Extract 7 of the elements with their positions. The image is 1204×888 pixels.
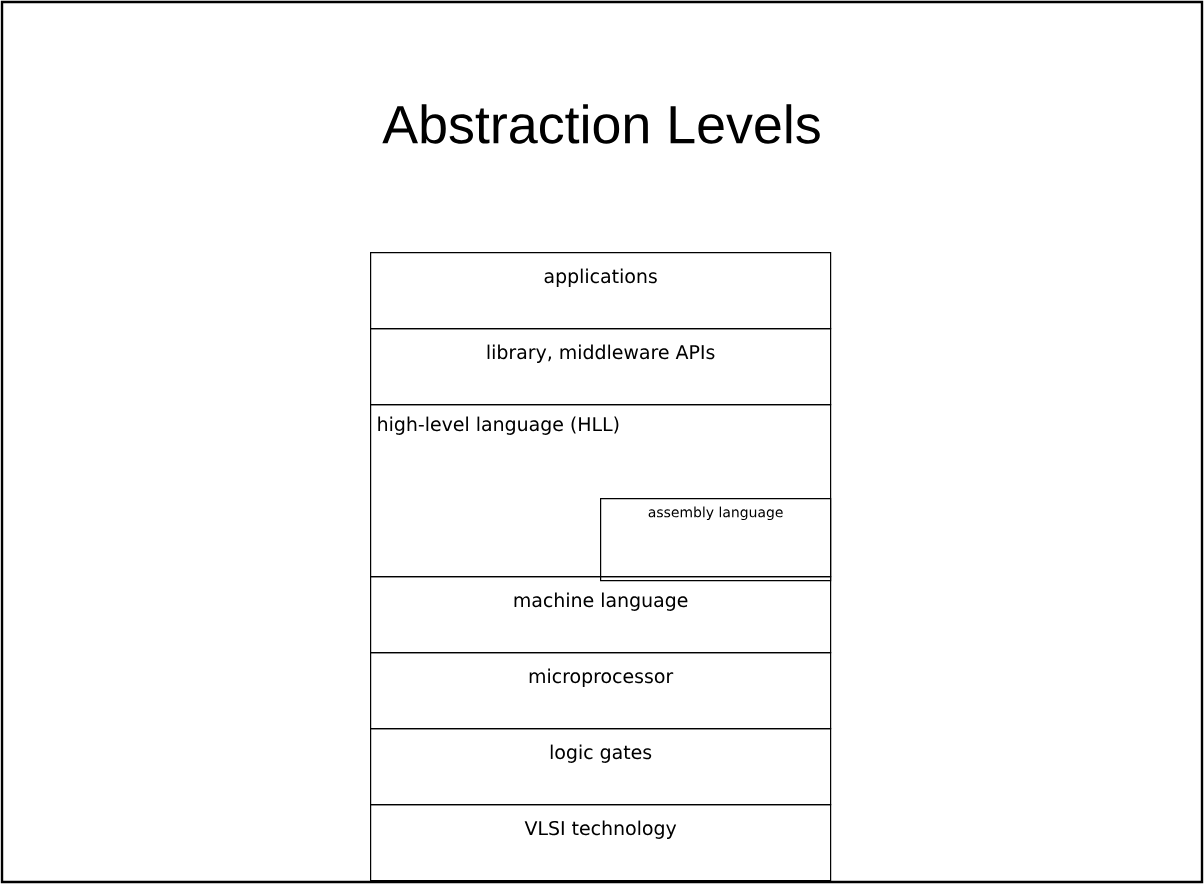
layer-box: logic gates <box>370 728 832 806</box>
layer-box: applications <box>370 252 832 330</box>
layer-box: microprocessor <box>370 652 832 730</box>
slide-title: Abstraction Levels <box>382 104 820 144</box>
layer-box: VLSI technology <box>370 804 832 882</box>
layer-box: machine language <box>370 576 832 654</box>
layer-box: library, middleware APIs <box>370 328 832 406</box>
